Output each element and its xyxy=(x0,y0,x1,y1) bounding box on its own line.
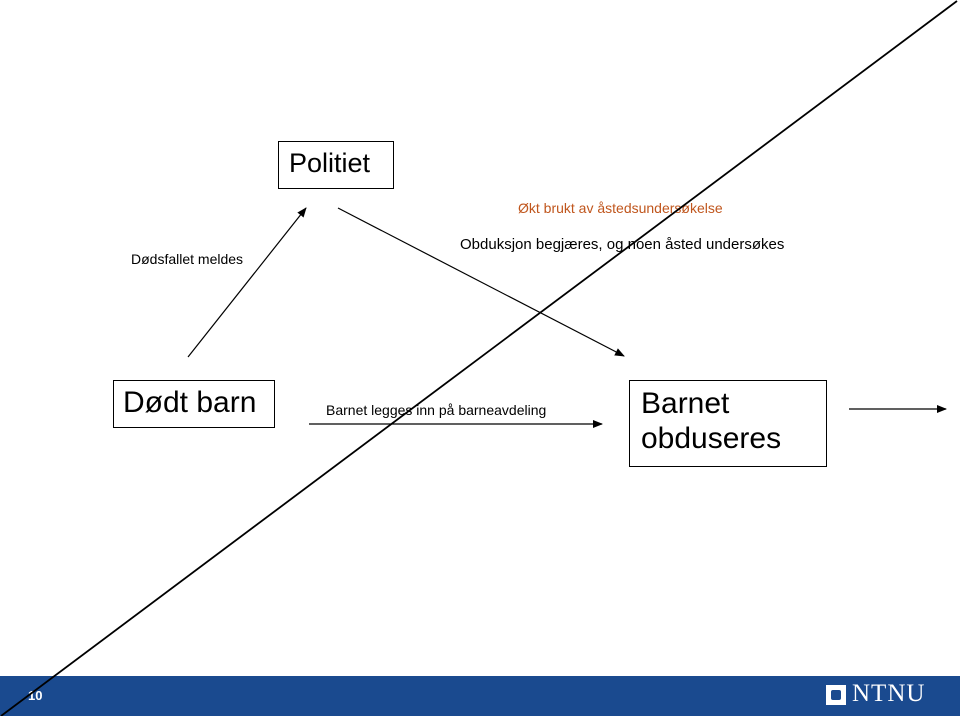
barnet-legges-label: Barnet legges inn på barneavdeling xyxy=(326,402,547,418)
arrow-to-politiet xyxy=(187,207,307,358)
obduksjon-label: Obduksjon begjæres, og noen åsted unders… xyxy=(460,236,785,253)
barnet-obduseres-box: Barnet obduseres xyxy=(629,380,827,467)
dodt-barn-box: Dødt barn xyxy=(113,380,275,428)
dodt-barn-label: Dødt barn xyxy=(123,386,257,419)
okt-brukt-label: Økt brukt av åstedsundersøkelse xyxy=(518,200,723,216)
page-number: 10 xyxy=(28,688,43,703)
politiet-box: Politiet xyxy=(278,141,394,189)
arrow-politiet-to-obduseres xyxy=(337,207,625,357)
dodsfallet-meldes-label: Dødsfallet meldes xyxy=(131,251,244,267)
footer-bar: 10 NTNU xyxy=(0,676,960,716)
barnet-obduseres-label: Barnet obduseres xyxy=(641,387,782,455)
ntnu-logo-text: NTNU xyxy=(852,680,926,707)
ntnu-logo-icon xyxy=(826,685,846,705)
politiet-label: Politiet xyxy=(289,148,371,178)
